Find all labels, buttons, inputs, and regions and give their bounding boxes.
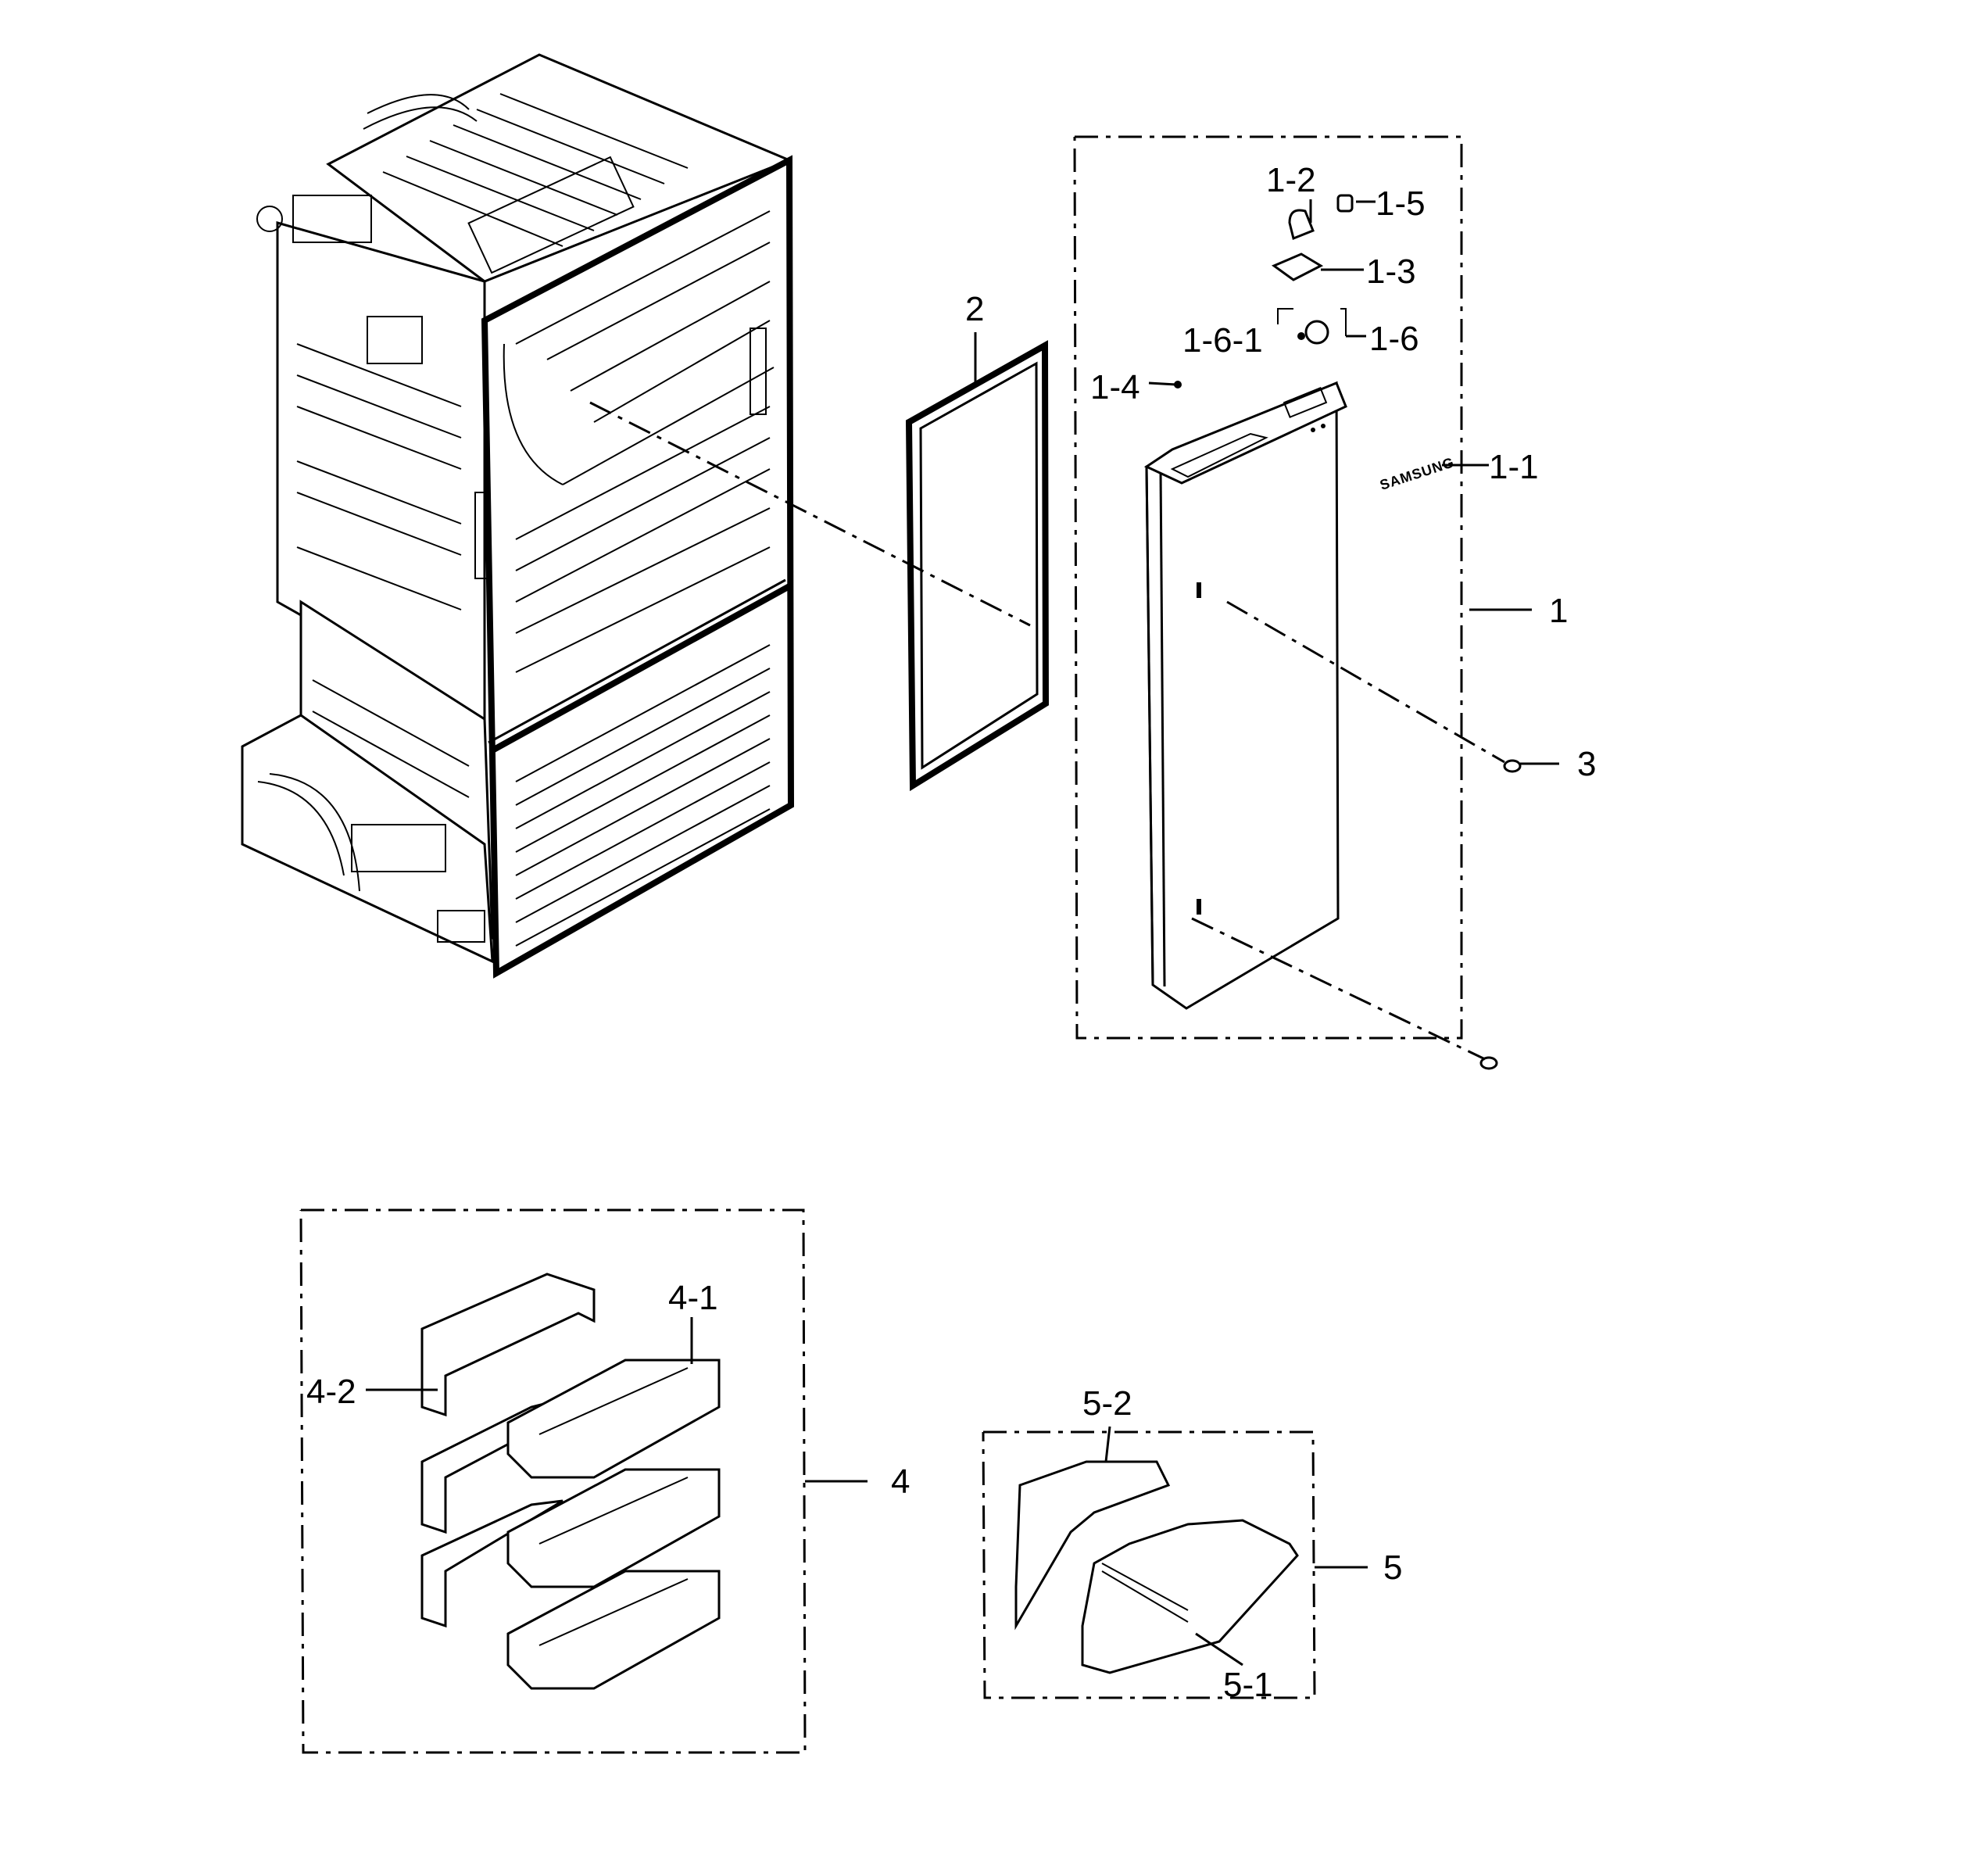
- callout-3: 3: [1577, 745, 1596, 783]
- callout-1-4: 1-4: [1090, 368, 1140, 406]
- brand-mark: SAMSUNG: [1378, 454, 1456, 493]
- callout-5-1: 5-1: [1223, 1666, 1273, 1704]
- refrigerator-cabinet-icon: [241, 53, 795, 979]
- hinge-cover-1-2-icon: [1288, 209, 1315, 241]
- screw-3-icon: [1503, 759, 1522, 773]
- screw-lower-icon: [1479, 1056, 1498, 1070]
- callout-2: 2: [965, 290, 984, 328]
- door-bin-icon: [420, 1273, 721, 1690]
- bins-4-box: [299, 1208, 807, 1754]
- hinge-1-6-icon: [1297, 320, 1329, 345]
- callout-5: 5: [1383, 1548, 1402, 1587]
- bins-5-box: [982, 1430, 1316, 1699]
- door-gasket-icon: [905, 340, 1050, 792]
- hinge-parts: [1174, 194, 1522, 1070]
- screw-1-4-icon: [1174, 381, 1182, 388]
- door-bin-icon: [1014, 1460, 1299, 1674]
- door-assembly-box: [1073, 135, 1463, 1040]
- callout-5-2: 5-2: [1082, 1384, 1132, 1423]
- callout-1: 1: [1549, 592, 1568, 630]
- gasket-to-cabinet-guide: [589, 401, 1031, 627]
- callout-1-3: 1-3: [1366, 252, 1416, 291]
- callout-1-5: 1-5: [1376, 184, 1426, 223]
- callout-1-6-1: 1-6-1: [1182, 321, 1263, 360]
- door-leaders: [1148, 199, 1559, 765]
- bins-5-leaders: [1104, 1426, 1368, 1667]
- bins-4-leaders: [366, 1317, 868, 1483]
- hinge-cap-1-5-icon: [1336, 194, 1354, 213]
- callout-1-2: 1-2: [1266, 161, 1316, 199]
- callout-4-2: 4-2: [306, 1373, 356, 1411]
- hinge-plate-1-3-icon: [1271, 252, 1324, 281]
- callout-1-1: 1-1: [1489, 448, 1539, 486]
- screw-guide-upper: [1226, 600, 1505, 764]
- callout-4: 4: [891, 1462, 910, 1501]
- screw-guide-lower: [1191, 917, 1486, 1061]
- fridge-door-icon: SAMSUNG: [1143, 381, 1456, 1010]
- callout-1-6: 1-6: [1369, 320, 1419, 358]
- callout-4-1: 4-1: [668, 1279, 718, 1317]
